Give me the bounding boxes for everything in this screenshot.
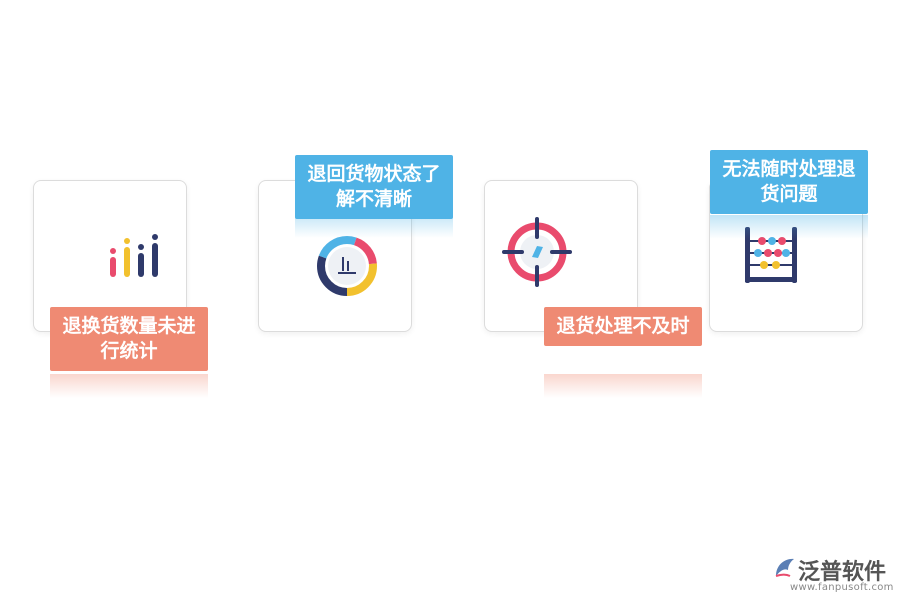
brand-name: 泛普软件 (798, 560, 887, 585)
card-return-handling (484, 180, 638, 332)
label-reflection (544, 374, 702, 398)
bar-chart-icon (110, 234, 158, 277)
label-return-status: 退回货物状态了解不清晰 (295, 155, 453, 219)
label-reflection (50, 374, 208, 398)
abacus-icon (745, 227, 797, 283)
donut-chart-icon (317, 236, 377, 296)
card-return-quantity (33, 180, 187, 332)
label-return-anytime: 无法随时处理退货问题 (710, 150, 868, 214)
label-reflection (295, 214, 453, 238)
brand-url: www.fanpusoft.com (790, 582, 894, 593)
label-reflection (710, 215, 868, 239)
brand-logo: 泛普软件 www.fanpusoft.com (772, 552, 896, 596)
label-return-quantity: 退换货数量未进行统计 (50, 307, 208, 371)
label-return-handling: 退货处理不及时 (544, 307, 702, 346)
target-icon (502, 217, 572, 287)
brand-logo-icon (775, 558, 794, 577)
